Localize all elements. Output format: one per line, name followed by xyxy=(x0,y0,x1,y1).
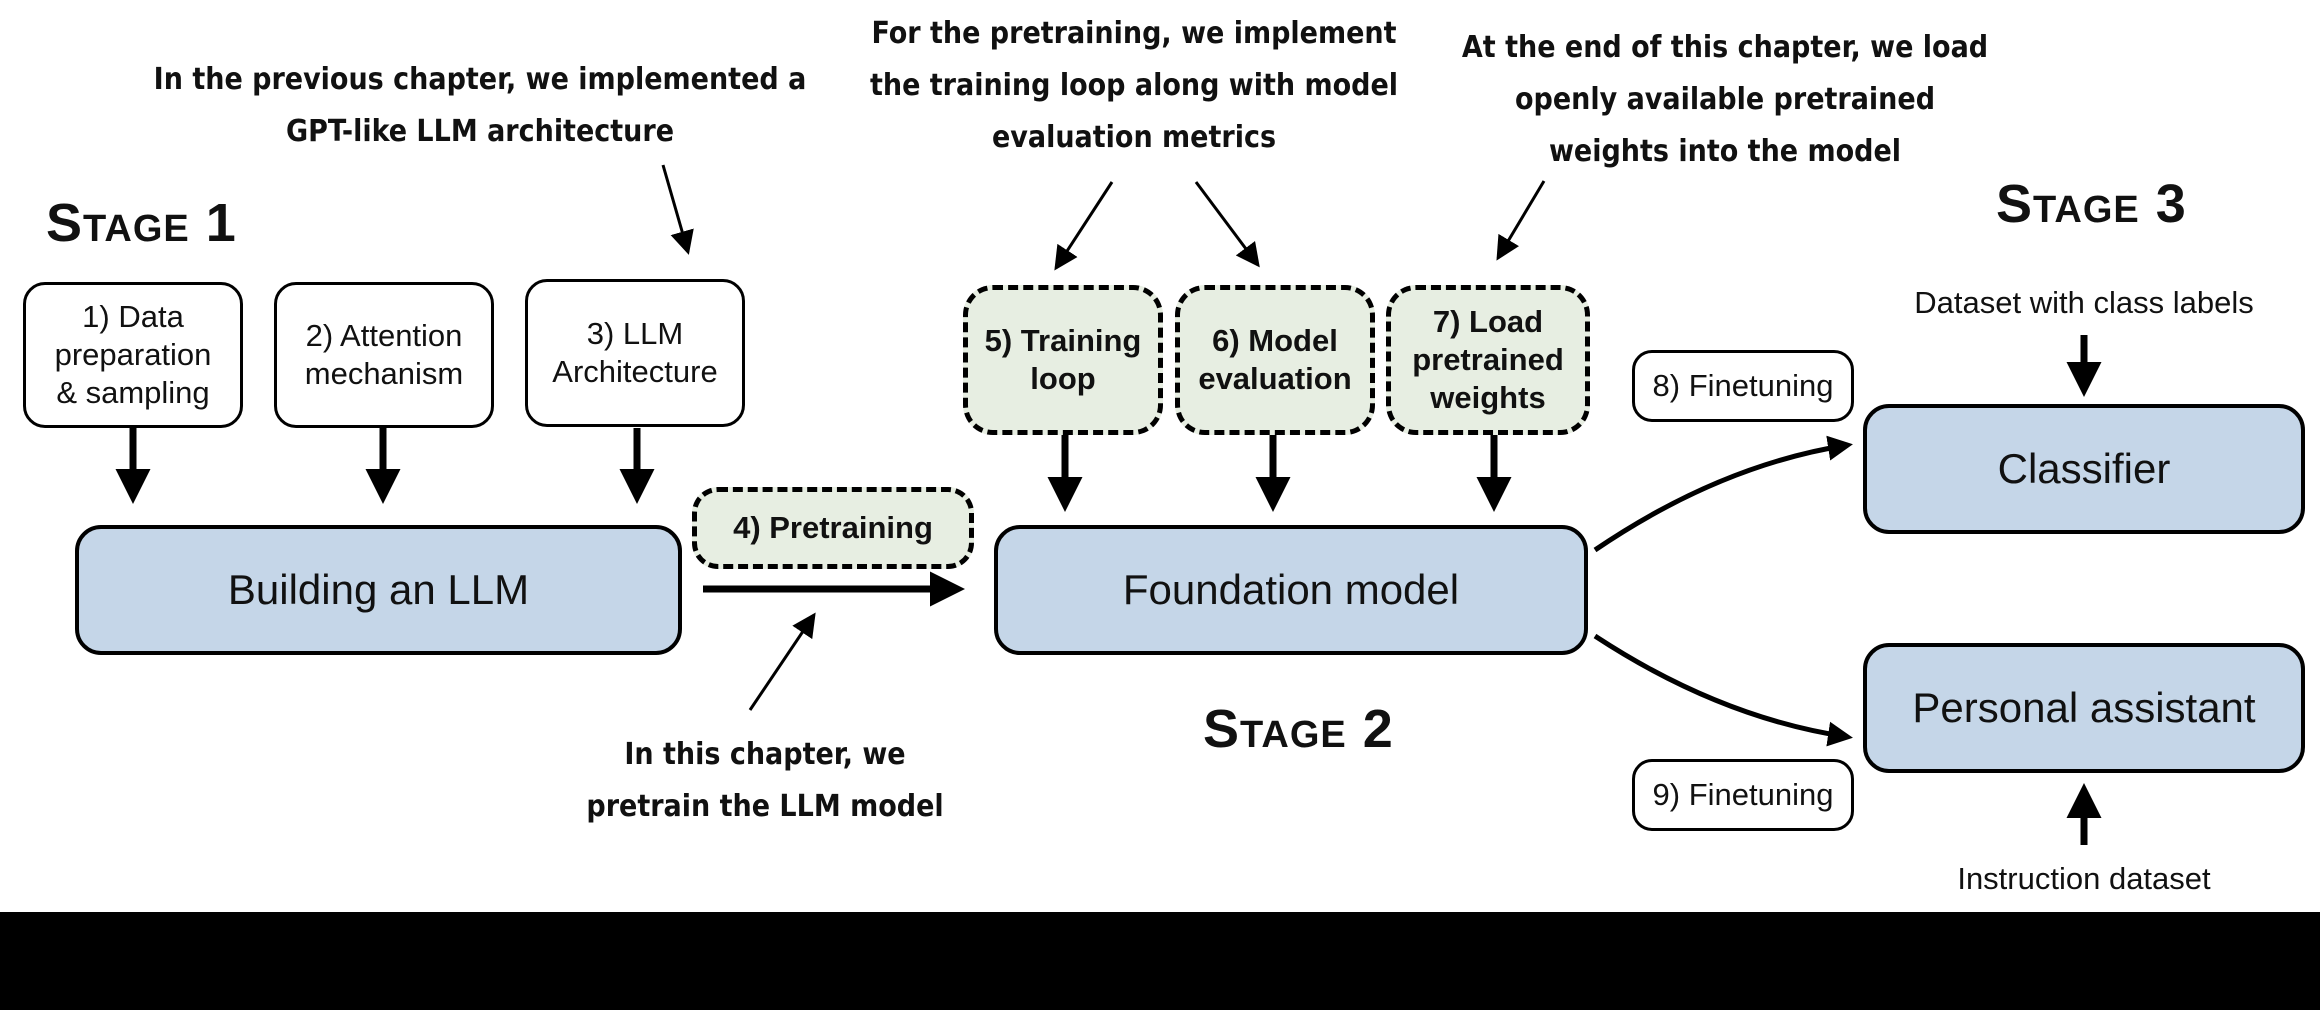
instruction-dataset-label: Instruction dataset xyxy=(1957,861,2211,896)
bottom-black-bar xyxy=(0,912,2320,1010)
note-previous-chapter: In the previous chapter, we implemented … xyxy=(153,62,807,149)
building-llm-block: Building an LLM xyxy=(75,525,682,655)
foundation-model-block: Foundation model xyxy=(994,525,1588,655)
stage-3-title: Stage 3 xyxy=(1996,174,2187,234)
note-load-weights: At the end of this chapter, we load open… xyxy=(1461,30,1989,169)
note-this-chapter: In this chapter, we pretrain the LLM mod… xyxy=(586,737,944,824)
class-dataset-label: Dataset with class labels xyxy=(1914,285,2254,320)
stage-2-title: Stage 2 xyxy=(1203,699,1394,759)
step-model-evaluation: 6) Model evaluation xyxy=(1175,285,1375,435)
step-finetuning-9: 9) Finetuning xyxy=(1632,759,1854,831)
pointer-this-chapter xyxy=(748,612,816,711)
step-attention-mechanism: 2) Attention mechanism xyxy=(274,282,494,428)
arrow-finetune-assistant xyxy=(1593,633,1853,747)
pointer-model-eval xyxy=(1194,181,1260,268)
personal-assistant-block: Personal assistant xyxy=(1863,643,2305,773)
step-load-pretrained-weights: 7) Load pretrained weights xyxy=(1386,285,1590,435)
diagram-canvas: Stage 1 Stage 2 Stage 3 In the previous … xyxy=(23,16,2305,896)
step-finetuning-8: 8) Finetuning xyxy=(1632,350,1854,422)
arrow-finetune-classifier xyxy=(1593,435,1853,553)
pointer-training-loop xyxy=(1054,181,1114,271)
step-data-preparation: 1) Data preparation & sampling xyxy=(23,282,243,428)
pointer-previous-chapter xyxy=(661,164,694,255)
step-llm-architecture: 3) LLM Architecture xyxy=(525,279,745,427)
pointer-load-weights xyxy=(1496,180,1546,261)
stage-1-title: Stage 1 xyxy=(46,193,237,253)
step-training-loop: 5) Training loop xyxy=(963,285,1163,435)
step-pretraining: 4) Pretraining xyxy=(692,487,974,569)
arrows-layer xyxy=(115,164,2102,845)
classifier-block: Classifier xyxy=(1863,404,2305,534)
note-pretraining-metrics: For the pretraining, we implement the tr… xyxy=(869,16,1399,155)
